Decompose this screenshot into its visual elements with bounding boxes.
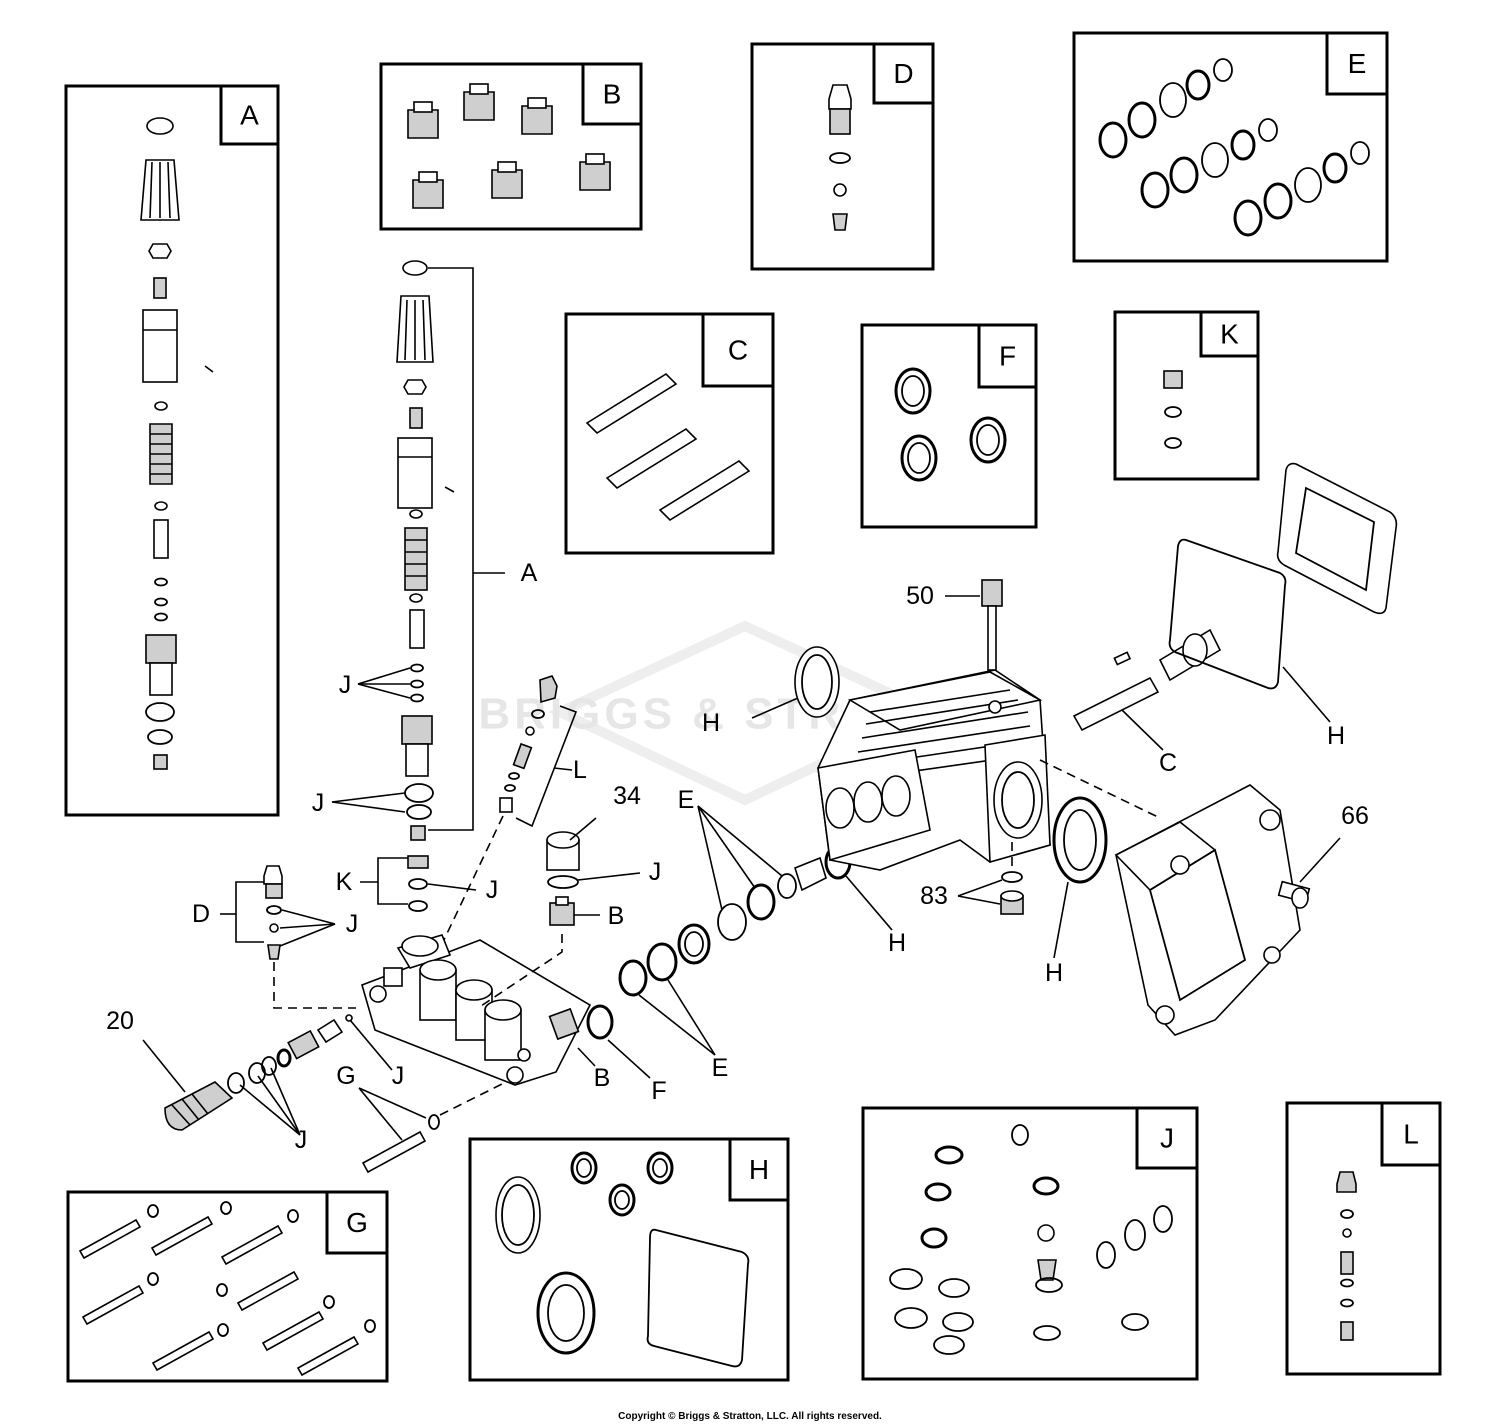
manifold-body bbox=[361, 934, 592, 1086]
callout-b-valve: B bbox=[608, 902, 625, 930]
callout-66: 66 bbox=[1341, 802, 1369, 830]
callout-a: A bbox=[521, 559, 538, 587]
callout-j-outlet: J bbox=[295, 1126, 308, 1154]
kit-box-c-label: C bbox=[728, 335, 748, 366]
kit-box-c[interactable]: C bbox=[564, 312, 775, 555]
callout-d: D bbox=[192, 900, 210, 928]
bolt-kit-icon bbox=[78, 1201, 376, 1377]
injector-parts-icon bbox=[828, 84, 852, 231]
kit-box-b-label: B bbox=[603, 79, 622, 110]
kit-box-b[interactable]: B bbox=[379, 62, 643, 231]
kit-box-h-label: H bbox=[749, 1154, 769, 1185]
connecting-rod bbox=[1039, 628, 1222, 819]
unloader-j-leaders bbox=[331, 667, 411, 813]
kit-box-l-label: L bbox=[1403, 1119, 1419, 1150]
kit-box-j-label: J bbox=[1160, 1123, 1174, 1154]
plug-and-valve bbox=[477, 817, 641, 1009]
o-ring-kit-icon bbox=[889, 1124, 1173, 1355]
callout-e-lower: E bbox=[712, 1054, 729, 1082]
plunger-rods-icon bbox=[585, 372, 751, 522]
kit-box-h[interactable]: H bbox=[468, 1137, 790, 1382]
callout-j-unloader-1: J bbox=[339, 671, 352, 699]
callout-j-k: J bbox=[486, 876, 499, 904]
kit-box-g-label: G bbox=[346, 1207, 368, 1238]
callout-h-seal2: H bbox=[1045, 959, 1063, 987]
kit-box-e-label: E bbox=[1348, 48, 1367, 79]
callout-l: L bbox=[573, 756, 587, 784]
kit-box-d-label: D bbox=[893, 58, 913, 89]
copyright-notice: Copyright © Briggs & Stratton, LLC. All … bbox=[618, 1411, 882, 1422]
unloader-assembly bbox=[396, 260, 505, 912]
bearing-cap bbox=[751, 646, 840, 719]
seal-row-lower bbox=[548, 923, 716, 1079]
kit-box-k[interactable]: K bbox=[1113, 310, 1260, 481]
kit-box-l[interactable]: L bbox=[1285, 1101, 1442, 1376]
kit-box-a[interactable]: A bbox=[64, 84, 280, 817]
seal-kit-parts-icon bbox=[1098, 58, 1370, 237]
h-kit-parts-icon bbox=[495, 1151, 750, 1368]
callout-j-unloader-2: J bbox=[312, 789, 325, 817]
kit-box-f[interactable]: F bbox=[860, 323, 1038, 529]
callout-34: 34 bbox=[613, 782, 641, 810]
l-assembly bbox=[441, 675, 578, 945]
kit-box-d[interactable]: D bbox=[750, 42, 935, 271]
mounting-bracket bbox=[1114, 784, 1341, 1036]
callout-h-seal1: H bbox=[888, 929, 906, 957]
kit-box-e[interactable]: E bbox=[1072, 31, 1389, 263]
callout-h-cap: H bbox=[702, 709, 720, 737]
kit-box-a-label: A bbox=[240, 100, 259, 131]
dipstick bbox=[945, 579, 1003, 671]
callout-20: 20 bbox=[106, 1007, 134, 1035]
kit-box-j[interactable]: J bbox=[861, 1106, 1199, 1381]
unloader-parts-icon bbox=[140, 117, 214, 770]
callout-g: G bbox=[336, 1062, 355, 1090]
kit-box-g[interactable]: G bbox=[66, 1190, 389, 1383]
kit-box-f-label: F bbox=[999, 341, 1016, 372]
callout-k: K bbox=[336, 868, 353, 896]
callout-h-cover: H bbox=[1327, 722, 1345, 750]
kit-box-k-label: K bbox=[1220, 319, 1239, 350]
callout-83: 83 bbox=[920, 882, 948, 910]
injector-assembly bbox=[220, 865, 356, 1009]
retainer-rings-icon bbox=[894, 367, 1007, 482]
oil-seal-and-plug bbox=[957, 796, 1108, 959]
pump-crankcase bbox=[817, 669, 1051, 871]
callout-50: 50 bbox=[906, 582, 934, 610]
callout-j-small: J bbox=[392, 1062, 405, 1090]
outlet-fitting bbox=[142, 1014, 393, 1136]
callout-j-plug: J bbox=[649, 858, 662, 886]
manifold-bolt bbox=[358, 1081, 507, 1174]
k-kit-parts-icon bbox=[1163, 370, 1183, 449]
callout-c-rod: C bbox=[1159, 749, 1177, 777]
callout-e-upper: E bbox=[678, 786, 695, 814]
check-valve-parts-icon bbox=[407, 83, 611, 209]
callout-j-d: J bbox=[346, 910, 359, 938]
callout-f-ring: F bbox=[651, 1077, 666, 1105]
callout-b-lower: B bbox=[594, 1064, 611, 1092]
l-kit-parts-icon bbox=[1336, 1171, 1357, 1341]
crankcase-cover bbox=[1168, 462, 1398, 723]
